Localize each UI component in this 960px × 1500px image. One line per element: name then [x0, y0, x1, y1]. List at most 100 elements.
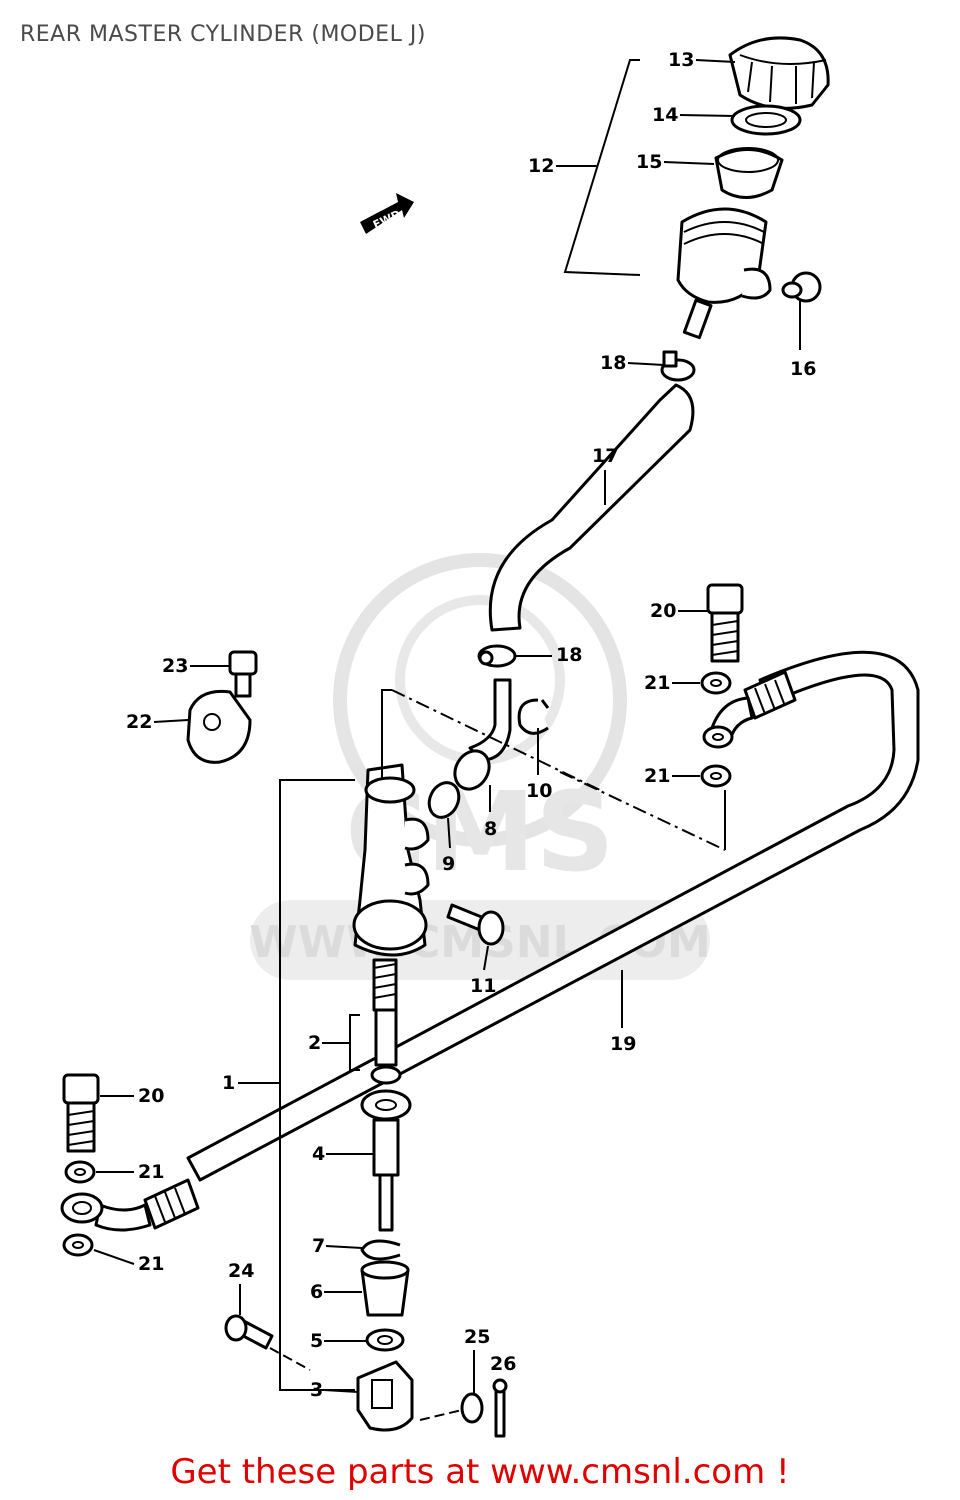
rubber-boot	[360, 1260, 410, 1317]
svg-text:5: 5	[310, 1330, 323, 1352]
callout-20-left: 20	[100, 1085, 164, 1107]
reservoir-group-bracket	[563, 59, 641, 276]
callout-8: 8	[484, 785, 497, 840]
callout-21-b: 21	[644, 765, 700, 787]
callout-1: 1	[222, 1072, 280, 1094]
svg-text:6: 6	[310, 1281, 323, 1303]
hose-fitting-left	[60, 1178, 200, 1232]
reservoir-hose	[488, 383, 695, 632]
cylinder-screw	[446, 903, 505, 946]
callout-4: 4	[312, 1143, 374, 1165]
callout-13: 13	[668, 49, 736, 71]
callout-14: 14	[652, 104, 736, 126]
svg-text:2: 2	[308, 1032, 321, 1054]
circlip-10	[517, 698, 550, 735]
pin-line	[269, 1347, 311, 1371]
callout-2: 2	[308, 1032, 350, 1054]
clevis-washer	[460, 1392, 484, 1424]
svg-text:8: 8	[484, 818, 497, 840]
svg-text:14: 14	[652, 104, 678, 126]
svg-text:4: 4	[312, 1143, 325, 1165]
callout-5: 5	[310, 1330, 366, 1352]
washer-21e	[62, 1233, 94, 1257]
svg-text:17: 17	[592, 445, 618, 467]
callout-19: 19	[610, 970, 636, 1055]
push-rod	[360, 1089, 412, 1232]
fwd-arrow-icon: FWD	[360, 193, 414, 234]
callout-10: 10	[526, 728, 552, 802]
reservoir-bolt	[781, 271, 822, 303]
svg-text:11: 11	[470, 975, 496, 997]
callout-18-upper: 18	[600, 352, 665, 374]
callout-21-a: 21	[644, 672, 700, 694]
spring-piston	[370, 958, 402, 1085]
callout-23: 23	[162, 655, 230, 677]
svg-text:25: 25	[464, 1326, 490, 1348]
svg-text:19: 19	[610, 1033, 636, 1055]
svg-text:18: 18	[600, 352, 626, 374]
svg-text:21: 21	[644, 765, 670, 787]
callout-21-d: 21	[93, 1249, 164, 1275]
svg-text:24: 24	[228, 1260, 254, 1282]
svg-text:10: 10	[526, 780, 552, 802]
callout-9: 9	[442, 817, 455, 875]
svg-text:7: 7	[312, 1235, 325, 1257]
washer-21d	[64, 1160, 96, 1184]
mounting-bracket	[186, 689, 252, 764]
callout-25: 25	[464, 1326, 490, 1394]
diagram-title: REAR MASTER CYLINDER (MODEL J)	[20, 22, 426, 47]
callout-12: 12	[528, 155, 598, 177]
callout-17: 17	[592, 445, 618, 505]
svg-text:21: 21	[138, 1253, 164, 1275]
assembly-line-b	[381, 689, 392, 780]
callout-22: 22	[126, 711, 189, 733]
svg-text:9: 9	[442, 853, 455, 875]
reservoir-cap	[728, 36, 830, 110]
hose-clamp-upper	[660, 350, 696, 382]
washer-line	[419, 1409, 463, 1421]
svg-text:13: 13	[668, 49, 694, 71]
svg-text:20: 20	[650, 600, 676, 622]
svg-text:12: 12	[528, 155, 554, 177]
banjo-bolt-right	[706, 583, 744, 663]
svg-text:18: 18	[556, 644, 582, 666]
assembly-line-a	[391, 689, 601, 791]
diaphragm-plate	[730, 104, 802, 136]
callout-7: 7	[312, 1235, 363, 1257]
cotter-pin	[492, 1378, 508, 1438]
svg-text:21: 21	[138, 1161, 164, 1183]
svg-text:3: 3	[310, 1379, 323, 1401]
reservoir-tank	[676, 207, 772, 340]
clevis-pin	[224, 1314, 274, 1350]
washer-21a	[700, 671, 732, 695]
banjo-bolt-left	[62, 1073, 100, 1153]
callout-21-c: 21	[96, 1161, 164, 1183]
callout-26: 26	[490, 1353, 516, 1375]
washer-21b	[702, 725, 734, 749]
assembly-line-c	[559, 771, 726, 851]
washer-21c	[700, 764, 732, 788]
inlet-fitting	[453, 678, 512, 791]
brake-hose	[186, 650, 920, 1182]
callout-3: 3	[310, 1379, 359, 1401]
callout-6: 6	[310, 1281, 362, 1303]
callout-16: 16	[790, 300, 816, 380]
svg-text:15: 15	[636, 151, 662, 173]
svg-text:23: 23	[162, 655, 188, 677]
diaphragm	[714, 147, 784, 199]
spring-piston-bracket	[349, 1014, 360, 1071]
callout-20-right: 20	[650, 600, 708, 622]
o-ring	[427, 781, 461, 819]
callout-15: 15	[636, 151, 715, 173]
callout-18-lower: 18	[515, 644, 582, 666]
circlip-7	[360, 1239, 401, 1261]
hose-clamp-lower	[477, 644, 517, 668]
master-cylinder-body	[352, 763, 430, 957]
svg-text:20: 20	[138, 1085, 164, 1107]
svg-text:26: 26	[490, 1353, 516, 1375]
master-cylinder-group-bracket	[279, 779, 355, 1391]
bracket-screw	[228, 650, 258, 698]
svg-text:21: 21	[644, 672, 670, 694]
svg-text:22: 22	[126, 711, 152, 733]
